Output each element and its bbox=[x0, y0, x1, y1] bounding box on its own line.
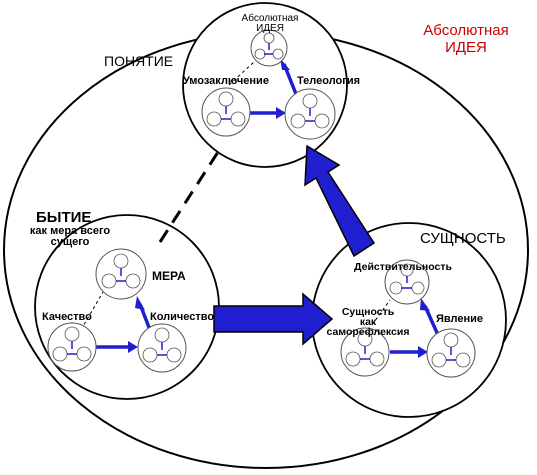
node-quantity bbox=[137, 323, 187, 373]
appearance-to-reality-arrow bbox=[423, 305, 440, 336]
node-teleology bbox=[284, 88, 336, 140]
arrowhead bbox=[135, 296, 145, 310]
concept-title: ПОНЯТИЕ bbox=[104, 53, 173, 69]
absolute-idea-title-line2: ИДЕЯ bbox=[445, 39, 487, 56]
being-triad bbox=[47, 248, 187, 373]
essence-self-reflection-line2: как bbox=[360, 316, 377, 328]
absolute-idea-inner-line1: Абсолютная bbox=[242, 12, 299, 24]
node-conclusion bbox=[201, 87, 251, 137]
node-quality bbox=[47, 322, 97, 372]
concept-triad bbox=[201, 29, 336, 140]
arrowhead bbox=[418, 346, 428, 358]
essence-title: СУЩНОСТЬ bbox=[420, 230, 506, 247]
node-absolute-idea-inner bbox=[250, 29, 288, 67]
measure-label: МЕРА bbox=[152, 269, 186, 283]
arrowhead bbox=[128, 341, 138, 353]
arrowhead bbox=[280, 58, 290, 70]
node-measure bbox=[95, 248, 147, 300]
dashed-connector bbox=[158, 151, 220, 243]
being-subtitle-line2: сущего bbox=[51, 236, 90, 248]
being-title: БЫТИЕ bbox=[36, 209, 91, 226]
node-appearance bbox=[426, 328, 476, 378]
conclusion-label: Умозаключение bbox=[183, 75, 269, 87]
absolute-idea-title-line1: Абсолютная bbox=[423, 22, 508, 39]
quantity-label: Количество bbox=[150, 311, 214, 323]
arrow-being-to-essence bbox=[213, 292, 334, 346]
node-reality bbox=[384, 259, 430, 305]
essence-self-reflection-line3: саморефлексия bbox=[327, 326, 410, 338]
reality-label: Действительность bbox=[354, 261, 453, 273]
node-essence-self-reflection bbox=[340, 327, 390, 377]
dashed-link bbox=[371, 299, 391, 326]
arrow-essence-to-concept bbox=[304, 144, 376, 258]
essence-triad bbox=[340, 259, 476, 378]
teleology-label: Телеология bbox=[297, 75, 360, 87]
absolute-idea-inner-line2: ИДЕЯ bbox=[256, 23, 284, 34]
appearance-label: Явление bbox=[436, 313, 483, 325]
essence-self-reflection-line1: Сущность bbox=[342, 306, 395, 318]
arrowhead bbox=[276, 107, 286, 119]
being-subtitle-line1: как мера всего bbox=[30, 225, 110, 237]
quality-label: Качество bbox=[42, 311, 92, 323]
arrowhead bbox=[420, 298, 430, 311]
